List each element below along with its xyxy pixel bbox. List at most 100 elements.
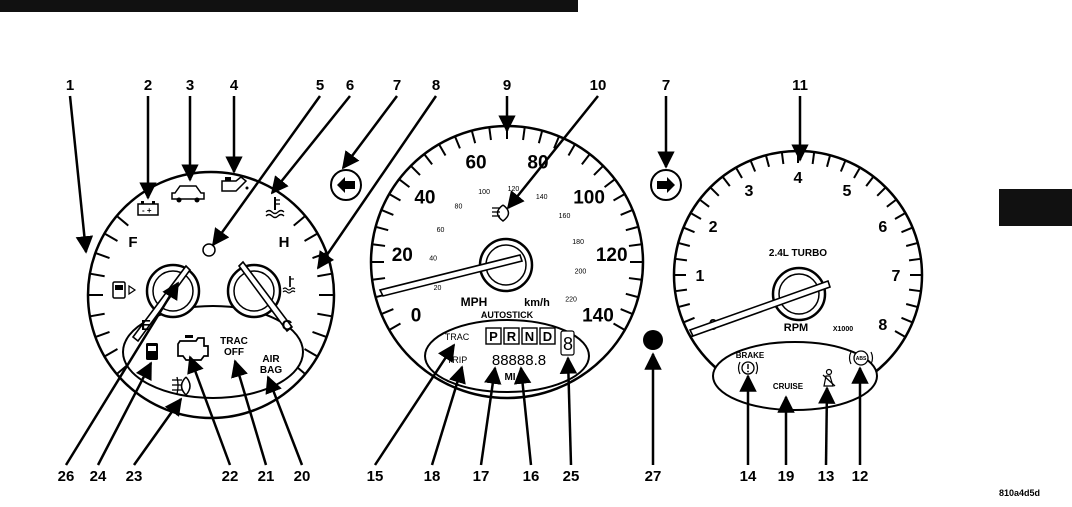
callout-number: 20 <box>294 468 311 485</box>
gauge-tick <box>438 144 447 156</box>
rpm-tick-label: 8 <box>878 317 887 334</box>
gauge-tick <box>471 131 477 144</box>
callout-leader-line <box>231 359 268 466</box>
gauge-tick <box>312 330 326 338</box>
callout-leader-line <box>513 366 533 466</box>
mph-unit-label: MPH <box>461 295 488 309</box>
callout-leader-line <box>270 95 351 195</box>
battery-icon: - + <box>137 201 159 216</box>
gauge-tick <box>381 308 394 315</box>
gauge-tick <box>424 154 433 166</box>
gauge-tick <box>690 212 702 220</box>
callout-number: 21 <box>258 468 275 485</box>
callout-number: 7 <box>393 77 401 94</box>
callout-leader-line <box>211 95 322 247</box>
gauge-tick <box>603 179 615 188</box>
gauge-tick <box>373 243 386 247</box>
mph-tick-label: 140 <box>582 305 614 326</box>
odometer-display: 88888.8 <box>492 352 546 369</box>
gauge-tick <box>699 199 710 208</box>
fuel-door-icon <box>112 281 137 299</box>
gauge-tick <box>304 233 318 242</box>
engine-label: 2.4L TURBO <box>769 248 827 259</box>
brake-label: BRAKE <box>736 351 765 360</box>
callout-number: 7 <box>662 77 670 94</box>
gauge-tick <box>96 330 110 338</box>
fuel-full-label: F <box>128 234 137 251</box>
gauge-tick <box>104 233 118 242</box>
kmh-tick-label: 60 <box>437 227 445 234</box>
gauge-tick <box>683 316 695 323</box>
gear-indicator: D <box>543 329 552 344</box>
gauge-tick <box>90 272 105 278</box>
trac-label: TRAC <box>445 332 470 342</box>
mph-tick-label: 40 <box>414 187 435 208</box>
left-turn-signal-icon <box>330 169 362 201</box>
right-turn-signal-icon <box>650 169 682 201</box>
gauge-tick <box>399 179 411 188</box>
gauge-tick <box>811 152 816 165</box>
callout-number: 27 <box>645 468 662 485</box>
callout-leader-line <box>559 356 578 466</box>
indicator-dot <box>643 330 663 350</box>
rpm-tick-label: 6 <box>878 219 887 236</box>
callout-number: 8 <box>432 77 440 94</box>
callout-leader-line <box>373 343 456 466</box>
mph-tick-label: 80 <box>527 153 548 174</box>
gauge-tick <box>613 193 625 202</box>
gauge-tick <box>522 128 526 141</box>
gauge-tick <box>381 209 394 216</box>
mph-tick-label: 0 <box>411 305 422 326</box>
mph-tick-label: 20 <box>392 245 413 266</box>
gauge-tick <box>410 165 421 176</box>
gauge-tick <box>722 176 731 187</box>
kmh-tick-label: 40 <box>429 256 437 263</box>
callout-number: 13 <box>818 468 835 485</box>
cruise-label: CRUISE <box>773 382 804 391</box>
temp-hot-label: H <box>279 234 290 251</box>
autostick-label: AUTOSTICK <box>481 310 534 320</box>
gauge-tick <box>620 308 633 315</box>
callout-leader-line <box>818 386 836 466</box>
callout-number: 6 <box>346 77 354 94</box>
gauge-tick <box>628 277 641 281</box>
gauge-tick <box>389 322 401 331</box>
callout-number: 16 <box>523 468 540 485</box>
gauge-tick <box>908 288 921 293</box>
gauge-tick <box>894 212 906 220</box>
fuel-empty-label: E <box>141 317 151 334</box>
kmh-tick-label: 140 <box>536 194 548 201</box>
mph-tick-label: 120 <box>596 245 628 266</box>
gauge-tick <box>765 155 770 168</box>
gauge-tick <box>625 226 638 232</box>
figure-id: 810a4d5d <box>999 488 1040 498</box>
check-gauges-car-icon <box>171 185 205 203</box>
check-engine-icon <box>177 335 209 361</box>
gauge-tick <box>488 128 492 141</box>
svg-text:- +: - + <box>142 206 152 215</box>
kmh-tick-label: 220 <box>565 297 577 304</box>
gauge-tick <box>905 303 918 308</box>
gauge-tick <box>675 257 688 262</box>
trac-off-line1: TRAC <box>220 336 248 347</box>
gauge-tick <box>376 226 389 232</box>
kmh-tick-label: 160 <box>559 213 571 220</box>
fuel-temp-gauge: F E H C - + <box>86 170 336 420</box>
callout-number: 4 <box>230 77 239 94</box>
callout-number: 3 <box>186 77 194 94</box>
gauge-tick <box>613 322 625 331</box>
mph-tick-label: 100 <box>573 187 605 208</box>
callout-leader-line <box>479 366 502 466</box>
rpm-tick-label: 3 <box>745 183 754 200</box>
callout-leader-line <box>64 281 180 466</box>
callout-number: 1 <box>66 77 74 94</box>
high-beam-icon <box>492 204 510 222</box>
kmh-tick-label: 120 <box>508 186 520 193</box>
air-bag-line1: AIR <box>262 354 280 365</box>
temp-cold-label: C <box>282 317 293 334</box>
gauge-tick <box>901 227 913 234</box>
gauge-tick <box>537 131 543 144</box>
gauge-tick <box>116 215 129 227</box>
gauge-tick <box>826 155 831 168</box>
